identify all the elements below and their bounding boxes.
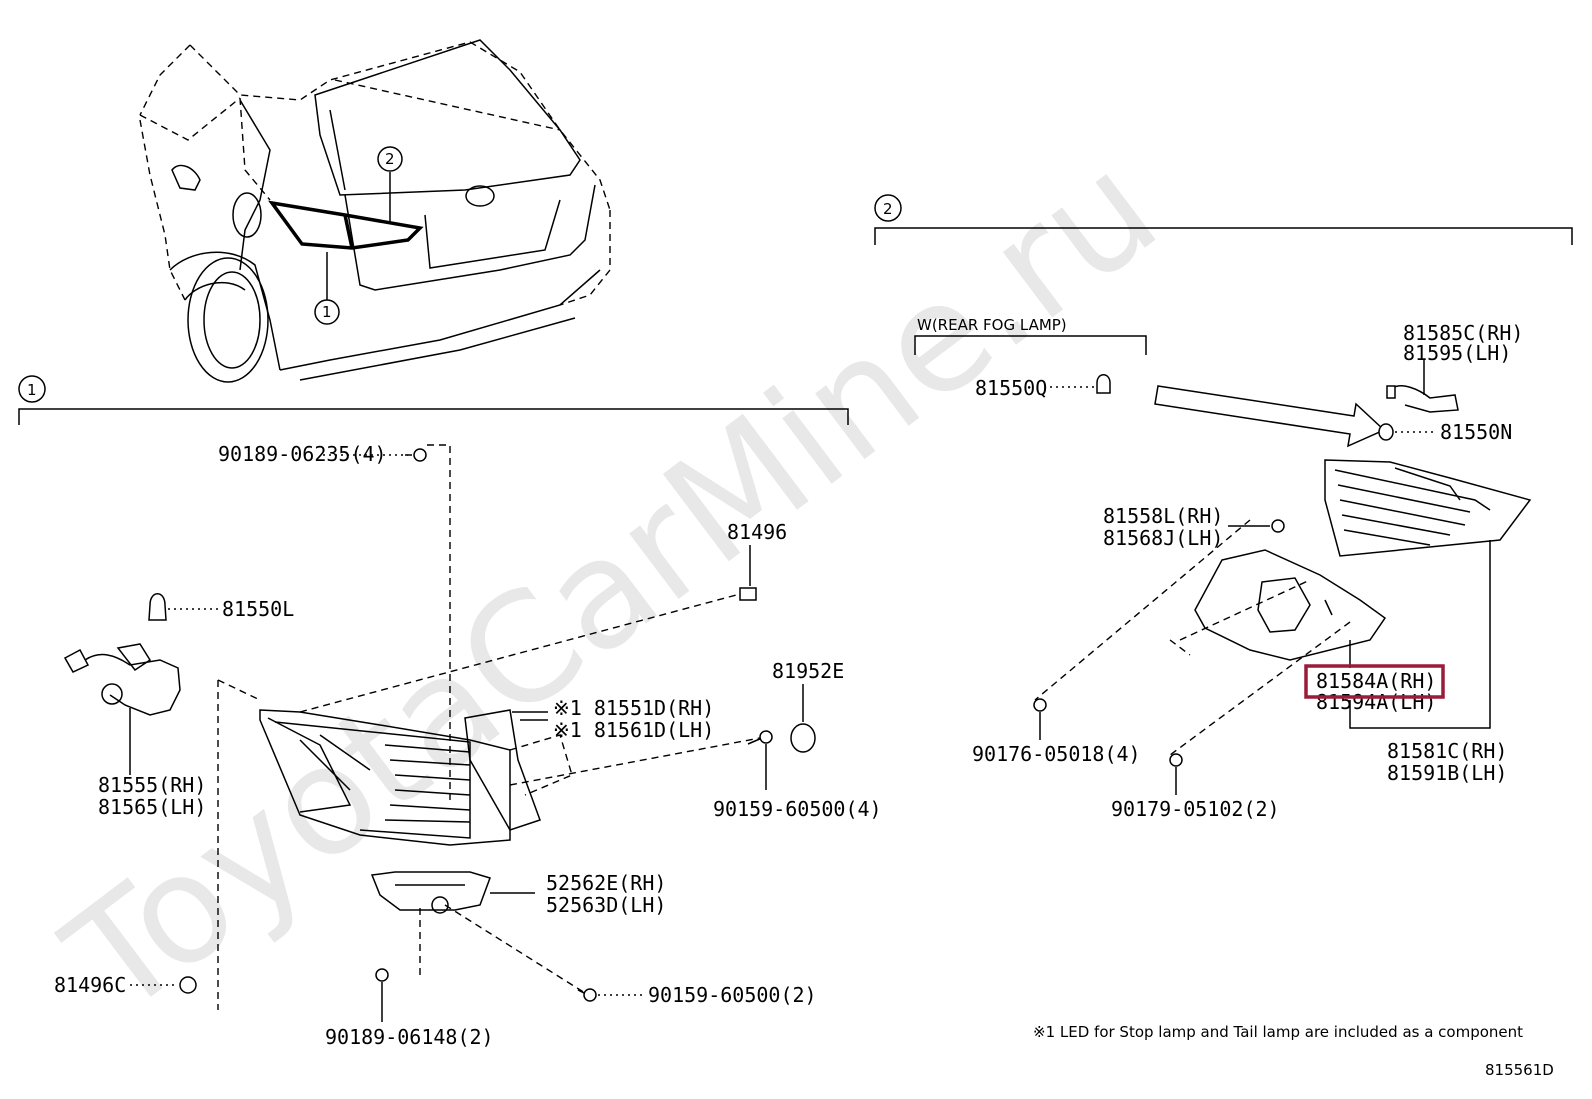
label-90159-60500-2: 90159-60500(2) <box>648 983 817 1007</box>
part-highlight-box <box>1304 664 1445 699</box>
label-81496: 81496 <box>727 520 787 544</box>
callout-1-car: 1 <box>322 303 332 321</box>
section-2-header: 2 W(REAR FOG LAMP) <box>874 194 1573 355</box>
label-81584A: 81584A(RH) <box>1316 669 1436 693</box>
label-81952E: 81952E <box>772 659 844 683</box>
label-81565: 81565(LH) <box>98 795 206 819</box>
label-81558L: 81558L(RH) <box>1103 504 1223 528</box>
section-1-parts <box>63 444 816 1022</box>
section-1-header: 1 <box>18 375 849 425</box>
callout-2-car: 2 <box>385 150 395 168</box>
footnote: ※1 LED for Stop lamp and Tail lamp are i… <box>1033 1023 1523 1041</box>
label-81591B: 81591B(LH) <box>1387 761 1507 785</box>
fog-lamp-label: W(REAR FOG LAMP) <box>917 316 1067 334</box>
label-52562E: 52562E(RH) <box>546 871 666 895</box>
callout-1-section: 1 <box>27 381 37 399</box>
label-52563D: 52563D(LH) <box>546 893 666 917</box>
label-81581C: 81581C(RH) <box>1387 739 1507 763</box>
label-81595: 81595(LH) <box>1403 341 1511 365</box>
label-90159-60500-4: 90159-60500(4) <box>713 797 882 821</box>
label-81550L: 81550L <box>222 597 294 621</box>
section-2-parts <box>1033 360 1532 795</box>
callout-2-section: 2 <box>883 200 893 218</box>
label-81496C: 81496C <box>54 973 126 997</box>
label-90176-05018: 90176-05018(4) <box>972 742 1141 766</box>
label-81585C: 81585C(RH) <box>1403 321 1523 345</box>
label-81551D: ※1 81551D(RH) <box>553 696 714 720</box>
figure-id: 815561D <box>1485 1061 1554 1079</box>
label-81594A: 81594A(LH) <box>1316 690 1436 714</box>
label-90179-05102: 90179-05102(2) <box>1111 797 1280 821</box>
label-81561D: ※1 81561D(LH) <box>553 718 714 742</box>
label-81568J: 81568J(LH) <box>1103 526 1223 550</box>
label-90189-06148: 90189-06148(2) <box>325 1025 494 1049</box>
label-81550Q: 81550Q <box>975 376 1047 400</box>
label-81550N: 81550N <box>1440 420 1512 444</box>
part-labels: 90189-06235(4) 81496 81550L 81952E ※1 81… <box>54 321 1554 1079</box>
label-90189-06235: 90189-06235(4) <box>218 442 387 466</box>
car-overview-illustration: 2 1 <box>139 39 611 383</box>
label-81555: 81555(RH) <box>98 773 206 797</box>
